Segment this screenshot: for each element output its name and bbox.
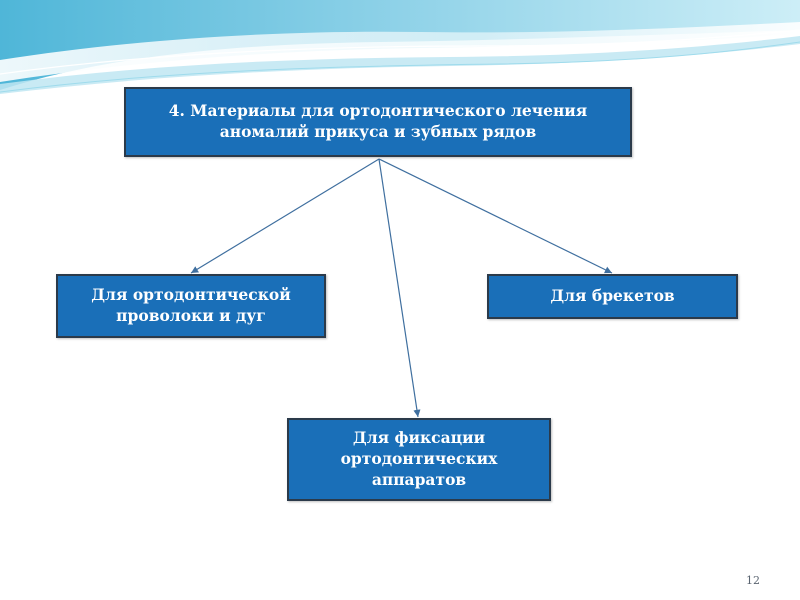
wave-line-1 (0, 29, 800, 75)
wave-line-2 (0, 41, 800, 93)
node-root: 4. Материалы для ортодонтического лечени… (124, 87, 632, 157)
wave-band-1 (0, 22, 800, 82)
wave-sky (0, 0, 800, 90)
node-right-label: Для брекетов (550, 286, 675, 306)
node-root-label: 4. Материалы для ортодонтического лечени… (168, 101, 588, 141)
connector-root-to-left (190, 158, 380, 274)
node-bottom: Для фиксации ортодонтических аппаратов (287, 418, 551, 501)
node-bottom-label: Для фиксации ортодонтических аппаратов (340, 428, 498, 489)
node-left-label: Для ортодонтической проволоки и дуг (91, 285, 291, 325)
connector-root-to-right (378, 158, 613, 274)
wave-band-2 (0, 36, 800, 94)
node-right: Для брекетов (487, 274, 738, 319)
connector-root-to-bottom (378, 158, 421, 418)
node-left: Для ортодонтической проволоки и дуг (56, 274, 326, 338)
page-number: 12 (746, 574, 760, 587)
